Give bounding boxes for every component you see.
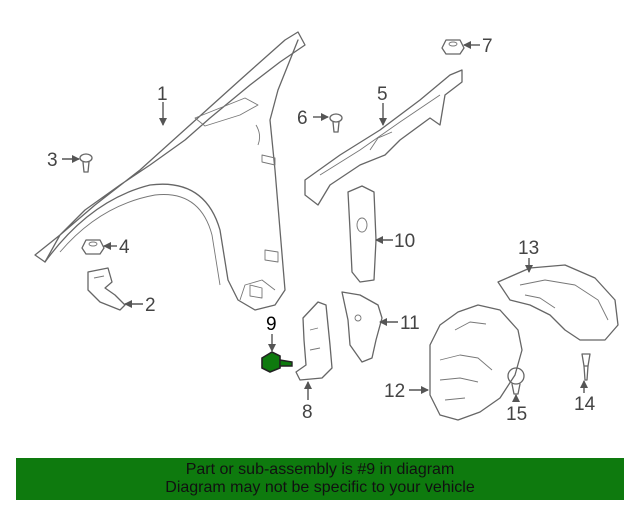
callout-12: 12 <box>384 381 405 402</box>
callout-5: 5 <box>377 84 388 105</box>
callout-7: 7 <box>482 36 493 57</box>
bracket-part-2[interactable] <box>87 267 126 311</box>
bracket-part-11[interactable] <box>341 291 383 363</box>
callout-labels: 1 2 3 4 5 6 7 8 9 10 11 12 13 14 15 <box>47 36 596 425</box>
callout-6: 6 <box>297 108 308 129</box>
nut-part-7[interactable] <box>441 39 465 55</box>
leader-lines <box>62 41 588 402</box>
liner-part-13[interactable] <box>497 264 619 341</box>
callout-8: 8 <box>302 402 313 423</box>
fender-part[interactable] <box>34 31 306 311</box>
banner-line-1: Part or sub-assembly is #9 in diagram <box>185 461 455 478</box>
panel-part-10[interactable] <box>347 185 377 283</box>
callout-9-highlighted: 9 <box>266 314 277 335</box>
rail-part-5[interactable] <box>304 69 463 206</box>
callout-13: 13 <box>518 238 539 259</box>
nut-part-4[interactable] <box>81 239 105 255</box>
bolt-part-9-highlighted[interactable] <box>261 351 293 373</box>
callout-3: 3 <box>47 150 58 171</box>
bracket-part-8[interactable] <box>295 301 333 381</box>
banner-line-2: Diagram may not be specific to your vehi… <box>165 479 475 496</box>
callout-2: 2 <box>145 295 156 316</box>
callout-15: 15 <box>506 404 527 425</box>
info-banner: Part or sub-assembly is #9 in diagram Di… <box>16 458 624 500</box>
callout-14: 14 <box>574 394 596 415</box>
push-pin-part-6[interactable] <box>329 113 343 133</box>
screw-part-14[interactable] <box>581 353 591 381</box>
parts-diagram: 1 2 3 4 5 6 7 8 9 10 11 12 13 14 15 <box>34 31 619 425</box>
push-pin-part-3[interactable] <box>79 153 93 173</box>
callout-11: 11 <box>400 313 420 334</box>
liner-part-12[interactable] <box>429 304 523 421</box>
callout-10: 10 <box>394 231 415 252</box>
callout-4: 4 <box>119 237 130 258</box>
callout-1: 1 <box>157 84 168 105</box>
